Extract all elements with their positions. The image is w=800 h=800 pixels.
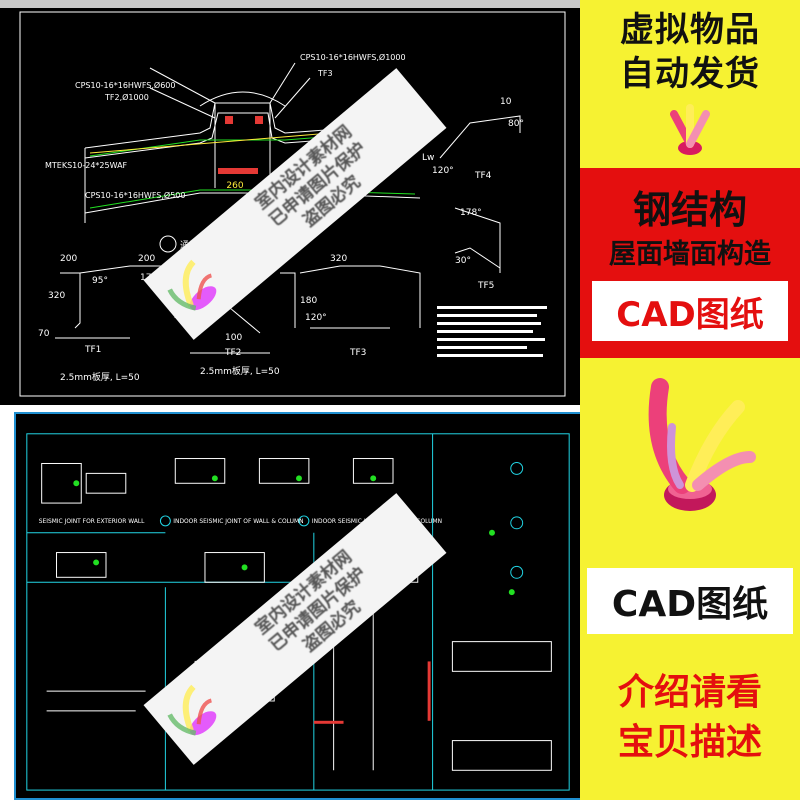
dim-label: 70 xyxy=(38,329,50,339)
cad-label: CPS10-16*16HWFS,Ø600 xyxy=(75,80,176,90)
dim-label: 200 xyxy=(60,254,77,264)
dim-label: 180 xyxy=(300,296,317,306)
profile-label: TF1 xyxy=(84,345,101,355)
cad-tab[interactable] xyxy=(134,0,254,8)
cad-tab[interactable] xyxy=(10,0,130,8)
dim-label: 100 xyxy=(225,333,242,343)
cad-tab[interactable] xyxy=(258,0,378,8)
detail-title: INDOOR SEISMIC JOINT OF WALL & COLUMN xyxy=(173,518,303,525)
cad-label: CPS10-16*16HWFS,Ø1000 xyxy=(300,52,406,62)
promo-column: 虚拟物品 自动发货 钢结构 屋面墙面构造 CAD图纸 CAD图纸 介绍请看 宝贝… xyxy=(580,0,800,800)
dim-label: 95° xyxy=(92,276,108,286)
profile-label: TF4 xyxy=(474,171,492,181)
profile-label: TF3 xyxy=(349,348,366,358)
promo-block-title: 钢结构 屋面墙面构造 CAD图纸 xyxy=(580,168,800,358)
dim-label: 178° xyxy=(460,208,482,218)
watermark-banner: 室内设计素材网 已申请图片保护 盗图必究 xyxy=(143,68,447,340)
shuttlecock-logo-icon xyxy=(670,104,710,155)
promo-item-desc: 宝贝描述 xyxy=(617,722,762,763)
dim-label: 120° xyxy=(432,166,454,176)
cad-label: TF3 xyxy=(317,69,333,78)
profile-label: TF5 xyxy=(477,281,494,291)
dim-label: 200 xyxy=(138,254,155,264)
dim-label: 30° xyxy=(455,256,471,266)
dim-label: 260 xyxy=(226,181,243,191)
watermark-banner: 室内设计素材网 已申请图片保护 盗图必究 xyxy=(143,493,447,765)
promo-block-delivery: 虚拟物品 自动发货 xyxy=(580,0,800,168)
cad-preview-area: 260 CPS10-16*16HWFS,Ø1000 CPS10-16*16HWF… xyxy=(0,0,582,800)
detail-title: SEISMIC JOINT FOR EXTERIOR WALL xyxy=(39,518,145,525)
profile-label: TF2 xyxy=(224,348,241,358)
cad-tab-strip xyxy=(0,0,580,8)
dim-label: Lw xyxy=(422,153,434,163)
feather-logo-icon xyxy=(167,259,217,311)
promo-auto-delivery: 自动发货 xyxy=(620,54,760,94)
dim-label: 10 xyxy=(500,97,512,107)
promo-cad-badge-red: CAD图纸 xyxy=(592,281,788,341)
promo-block-logo xyxy=(580,358,800,536)
dim-label: 120° xyxy=(305,313,327,323)
promo-virtual-goods: 虚拟物品 xyxy=(620,10,760,50)
cad-label: CPS10-16*16HWFS,Ø500 xyxy=(85,190,186,200)
dim-label: 320 xyxy=(48,291,65,301)
promo-see-intro: 介绍请看 xyxy=(617,672,762,713)
note-label: 2.5mm板厚, L=50 xyxy=(200,365,280,377)
shuttlecock-logo-icon xyxy=(648,378,756,511)
cad-label: TF2,Ø1000 xyxy=(104,92,149,102)
promo-steel-structure: 钢结构 xyxy=(632,188,747,232)
cad-tab[interactable] xyxy=(382,0,502,8)
promo-block-info: CAD图纸 介绍请看 宝贝描述 xyxy=(580,536,800,800)
dim-label: 320 xyxy=(330,254,347,264)
note-label: 2.5mm板厚, L=50 xyxy=(60,371,140,383)
cad-label: MTEKS10-24*25WAF xyxy=(45,161,128,170)
dim-label: 80° xyxy=(508,119,524,129)
feather-logo-icon xyxy=(167,684,217,736)
promo-roof-wall: 屋面墙面构造 xyxy=(609,239,771,270)
promo-cad-badge-black: CAD图纸 xyxy=(587,568,793,634)
